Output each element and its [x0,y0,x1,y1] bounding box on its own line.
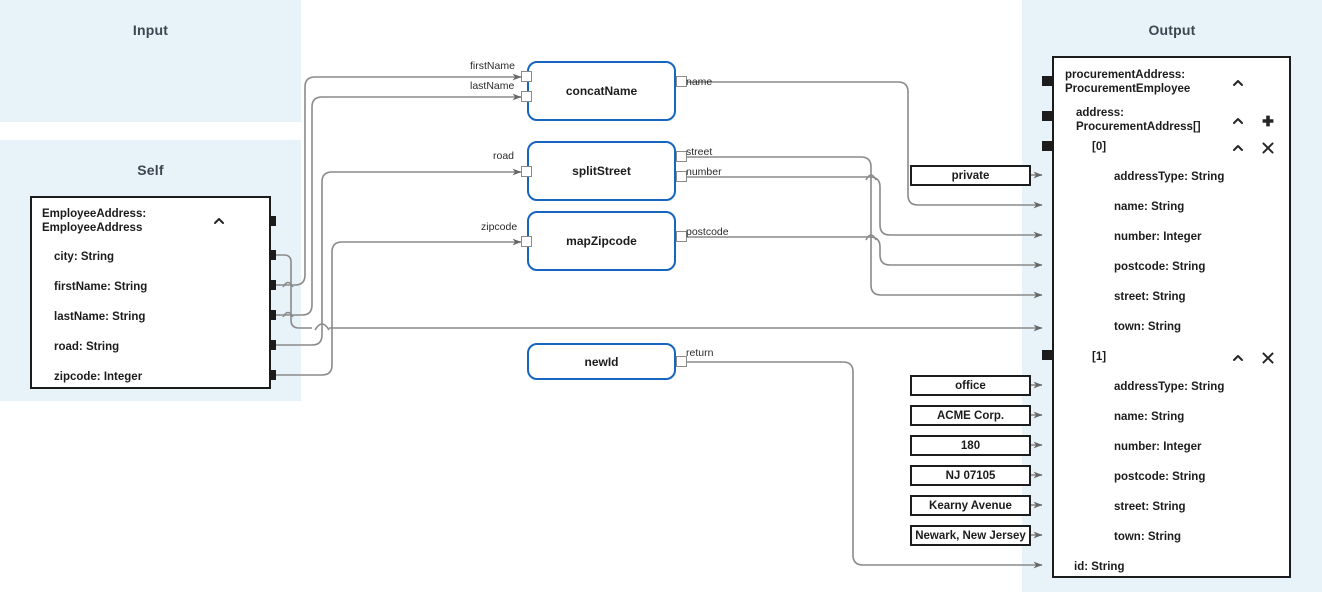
output-panel-title: Output [1148,22,1196,38]
function-node-label: concatName [565,84,638,98]
wire-road [276,168,522,346]
function-node-label: newId [584,354,619,369]
output-field-id[interactable]: id: String [1074,561,1125,573]
output-field-1-town[interactable]: town: String [1114,531,1182,543]
port-label-firstname: firstName [470,60,515,72]
constant-box-kearny[interactable]: Kearny Avenue [910,495,1031,516]
constant-value: private [951,169,990,182]
function-node-label: mapZipcode [566,234,637,248]
input-stub-firstname[interactable] [521,71,532,82]
function-node-concatname[interactable]: concatName [527,61,676,121]
constant-box-180[interactable]: 180 [910,435,1031,456]
output-structure-title: procurementAddress: ProcurementEmployee [1065,69,1191,95]
port-label-street: street [686,146,713,158]
port-label-postcode: postcode [686,226,729,238]
self-structure-title: EmployeeAddress: EmployeeAddress [42,208,147,234]
output-field-0-number[interactable]: number: Integer [1114,231,1202,243]
port-label-number: number [686,166,722,178]
port-label-road: road [493,150,515,162]
self-panel-title: Self [137,162,164,178]
constant-box-office[interactable]: office [910,375,1031,396]
input-panel-title: Input [132,22,169,38]
output-stub-number[interactable] [676,171,687,182]
function-node-mapzipcode[interactable]: mapZipcode [527,211,676,271]
constant-value: Newark, New Jersey [915,529,1026,542]
output-stub-return[interactable] [676,356,687,367]
wire-hop-4 [865,174,877,181]
self-field-lastname[interactable]: lastName: String [54,311,146,323]
output-item-index-0[interactable]: [0] [1092,141,1107,153]
wire-zipcode [276,238,522,376]
constant-box-newark[interactable]: Newark, New Jersey [910,525,1031,546]
wire-hop-3 [314,323,330,331]
constant-value: Kearny Avenue [929,499,1012,512]
chevron-up-icon[interactable] [1231,114,1245,128]
port-label-return: return [686,347,714,359]
wire-hop-5 [865,234,877,241]
wire-postcode [682,236,1043,269]
constant-box-acme[interactable]: ACME Corp. [910,405,1031,426]
chevron-up-icon[interactable] [212,214,226,228]
wire-name [682,81,1043,209]
constant-value: office [955,379,986,392]
input-stub-zipcode[interactable] [521,236,532,247]
chevron-up-icon[interactable] [1231,351,1245,365]
constant-value: 180 [960,439,981,452]
constant-box-nj07105[interactable]: NJ 07105 [910,465,1031,486]
input-panel: Input [0,0,301,122]
function-node-splitstreet[interactable]: splitStreet [527,141,676,201]
port-label-name: name [686,76,713,88]
function-node-label: splitStreet [572,164,631,178]
output-field-0-street[interactable]: street: String [1114,291,1186,303]
output-field-0-postcode[interactable]: postcode: String [1114,261,1206,273]
output-array-label: address: ProcurementAddress[] [1076,107,1201,133]
chevron-up-icon[interactable] [1231,141,1245,155]
output-structure-box[interactable]: procurementAddress: ProcurementEmployee … [1052,56,1291,578]
output-field-1-name[interactable]: name: String [1114,411,1185,423]
output-stub-name[interactable] [676,76,687,87]
output-stub-postcode[interactable] [676,231,687,242]
output-field-0-addressType[interactable]: addressType: String [1114,171,1225,183]
output-field-1-addressType[interactable]: addressType: String [1114,381,1225,393]
self-field-city[interactable]: city: String [54,251,115,263]
self-structure-box[interactable]: EmployeeAddress: EmployeeAddress city: S… [30,196,271,389]
output-field-1-street[interactable]: street: String [1114,501,1186,513]
close-icon[interactable] [1261,351,1275,365]
constant-box-private[interactable]: private [910,165,1031,186]
chevron-up-icon[interactable] [1231,76,1245,90]
port-label-zipcode: zipcode [481,221,518,233]
self-field-firstname[interactable]: firstName: String [54,281,148,293]
output-field-1-postcode[interactable]: postcode: String [1114,471,1206,483]
constant-value: ACME Corp. [936,409,1005,422]
output-field-0-town[interactable]: town: String [1114,321,1182,333]
function-node-newid[interactable]: newId [527,343,676,380]
input-stub-road[interactable] [521,166,532,177]
output-field-1-number[interactable]: number: Integer [1114,441,1202,453]
port-label-lastname: lastName [470,80,515,92]
wire-lastname [276,93,522,316]
output-field-0-name[interactable]: name: String [1114,201,1185,213]
plus-icon[interactable] [1261,114,1275,128]
output-item-index-1[interactable]: [1] [1092,351,1107,363]
input-stub-lastname[interactable] [521,91,532,102]
constant-value: NJ 07105 [945,469,996,482]
output-stub-street[interactable] [676,151,687,162]
self-field-road[interactable]: road: String [54,341,120,353]
wire-firstname [276,73,522,286]
close-icon[interactable] [1261,141,1275,155]
self-field-zipcode[interactable]: zipcode: Integer [54,371,143,383]
